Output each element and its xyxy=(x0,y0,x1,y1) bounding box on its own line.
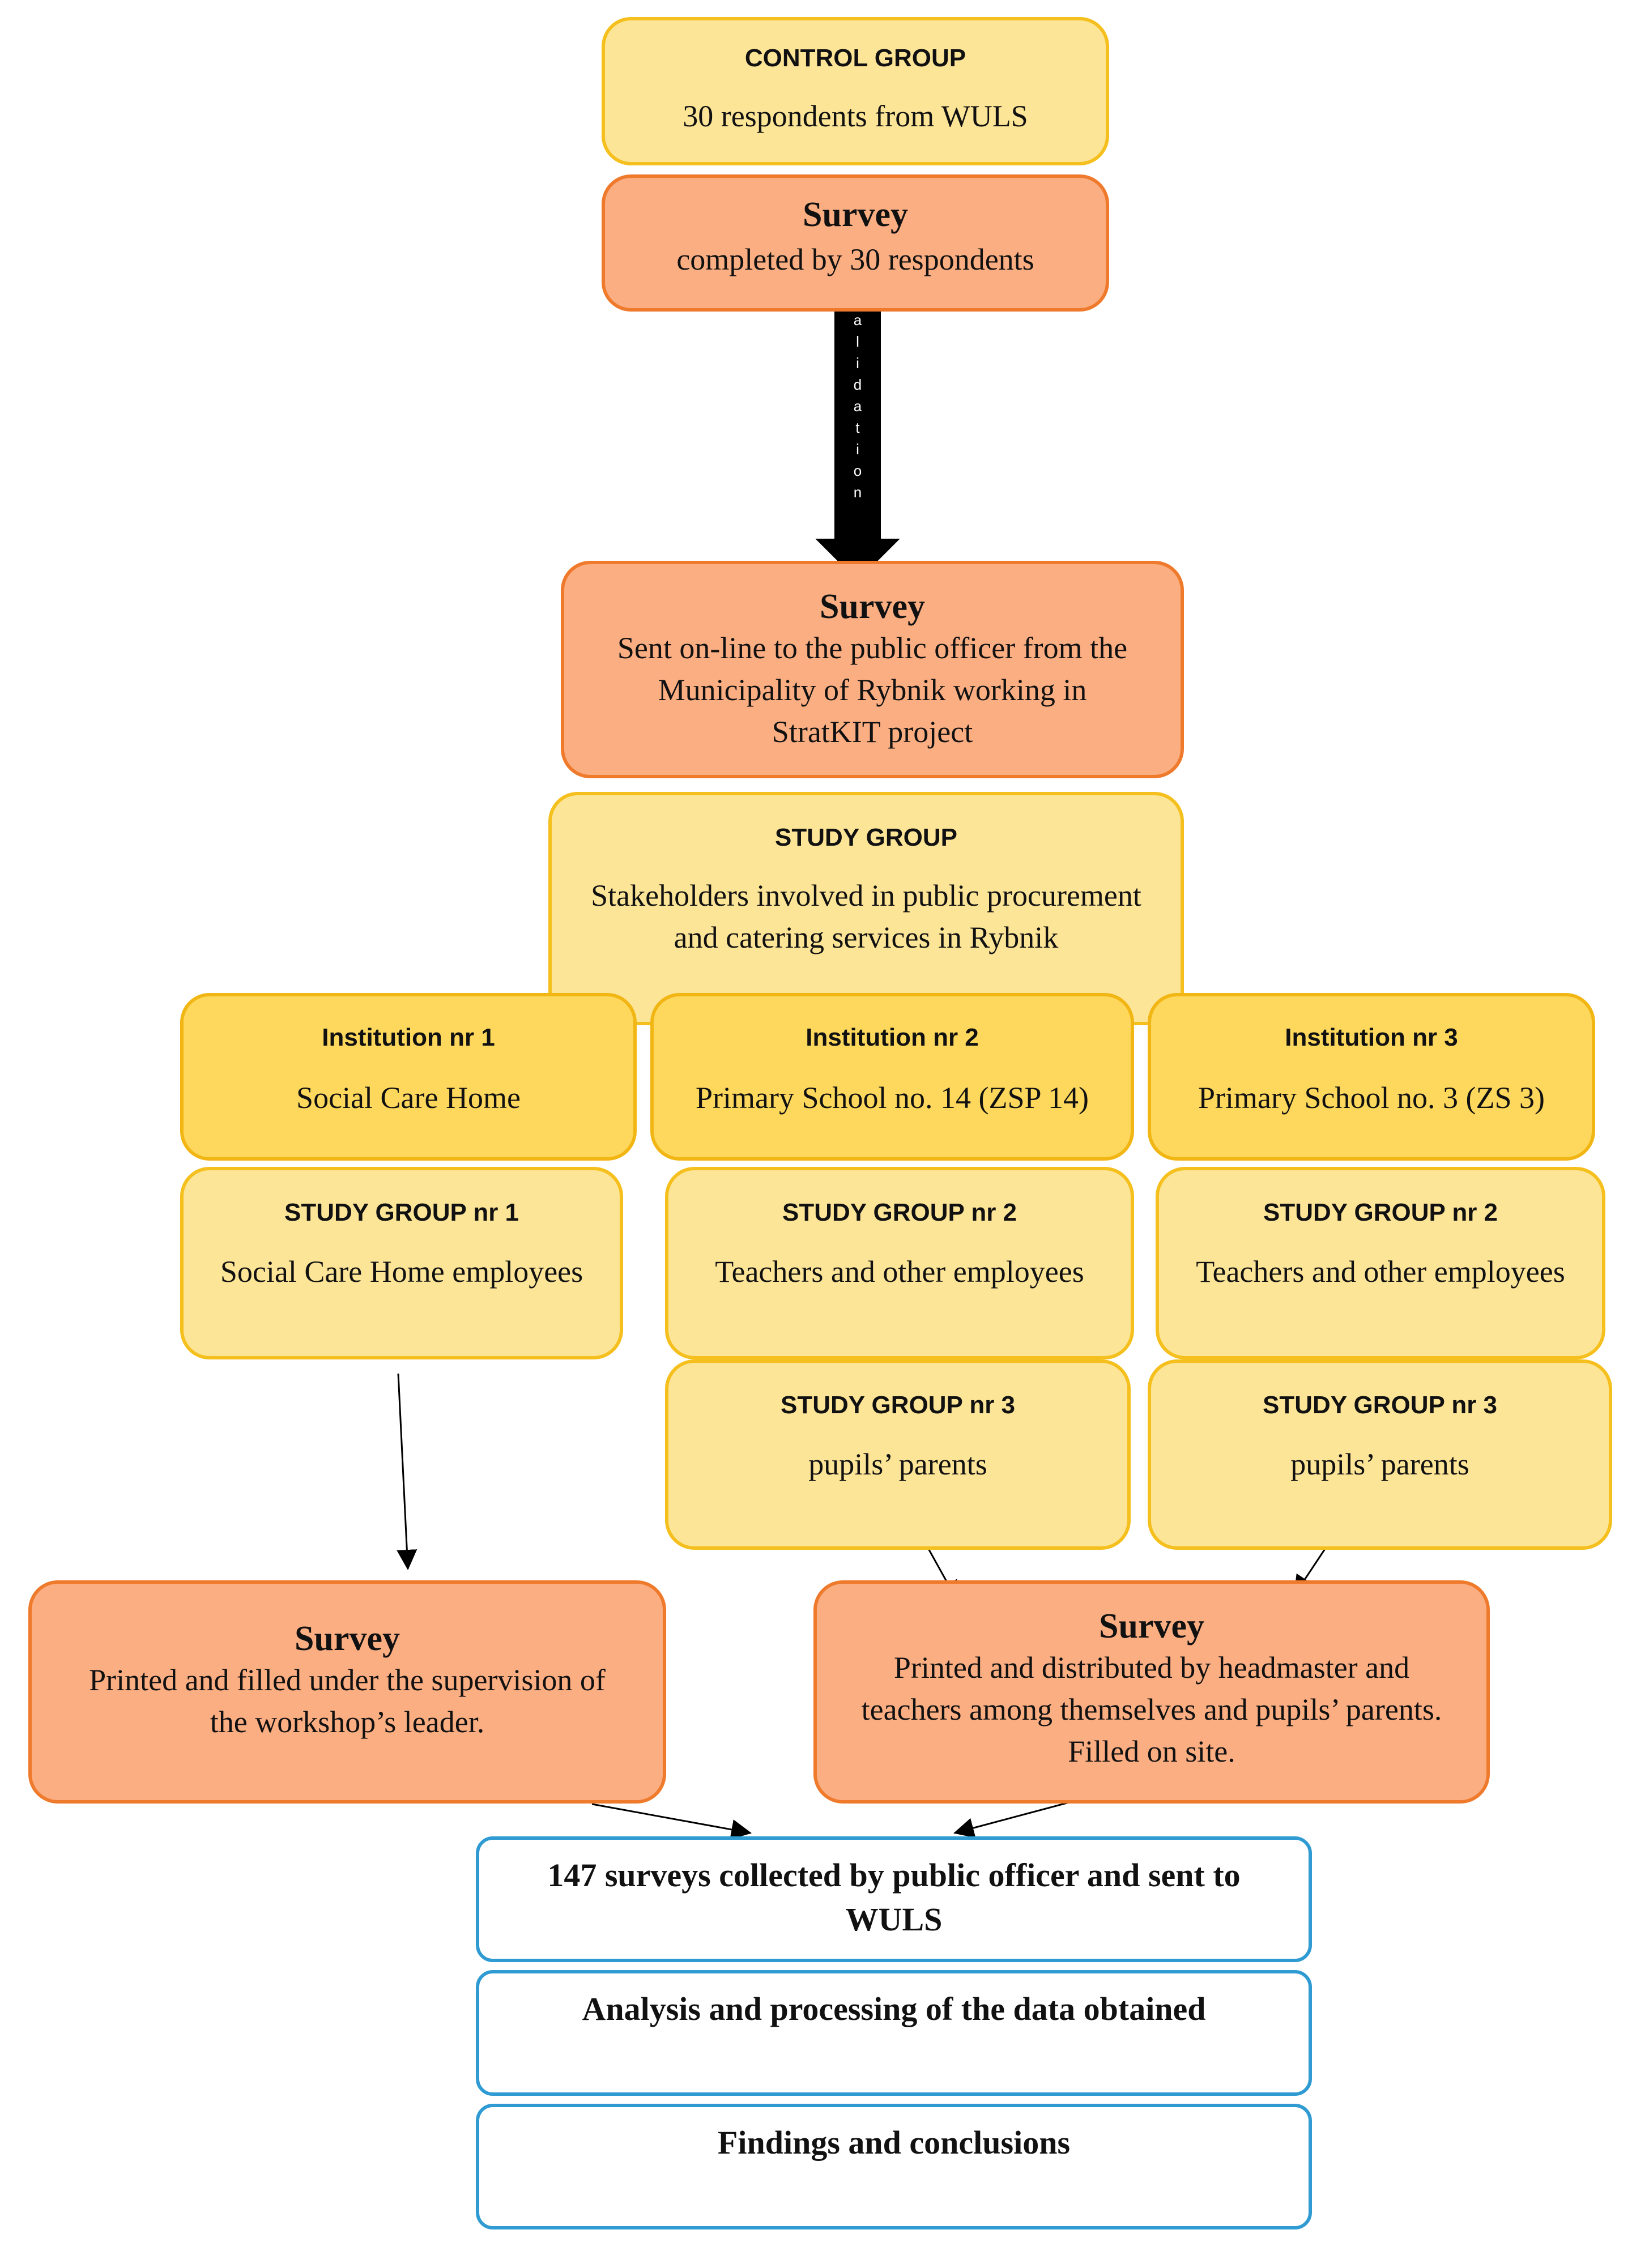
validation-letter: i xyxy=(856,441,859,458)
study-group-3-right-box: STUDY GROUP nr 3 pupils’ parents xyxy=(1148,1359,1612,1550)
study-group-2-center-box: STUDY GROUP nr 2 Teachers and other empl… xyxy=(665,1167,1134,1359)
collected-line-2: WULS xyxy=(845,1901,943,1938)
study-group-1-text: Social Care Home employees xyxy=(220,1255,583,1289)
survey-right-box: Survey Printed and distributed by headma… xyxy=(813,1580,1490,1804)
survey-left-line-1: Printed and filled under the supervision… xyxy=(89,1663,606,1697)
survey-left-heading: Survey xyxy=(295,1619,400,1658)
institution-2-box: Institution nr 2 Primary School no. 14 (… xyxy=(650,993,1134,1161)
control-group-text: 30 respondents from WULS xyxy=(683,99,1028,133)
arrow-sg1-to-survey-left xyxy=(397,1373,417,1570)
study-group-2-center-heading: STUDY GROUP nr 2 xyxy=(782,1199,1017,1226)
validation-letter: i xyxy=(856,355,859,372)
analysis-box: Analysis and processing of the data obta… xyxy=(476,1970,1312,2096)
survey-right-heading: Survey xyxy=(1099,1607,1204,1645)
collected-line-1: 147 surveys collected by public officer … xyxy=(547,1857,1241,1894)
online-survey-line-3: StratKIT project xyxy=(772,715,973,749)
survey-left-line-2: the workshop’s leader. xyxy=(210,1705,485,1739)
validation-letter: a xyxy=(853,312,862,329)
study-group-2-right-box: STUDY GROUP nr 2 Teachers and other empl… xyxy=(1156,1167,1605,1359)
online-survey-heading: Survey xyxy=(820,587,925,626)
study-group-3-right-text: pupils’ parents xyxy=(1290,1447,1469,1481)
institution-3-text: Primary School no. 3 (ZS 3) xyxy=(1198,1081,1545,1115)
validation-letter: o xyxy=(853,462,862,479)
study-group-heading: STUDY GROUP xyxy=(775,824,957,851)
control-survey-box: Survey completed by 30 respondents xyxy=(602,174,1109,312)
control-survey-text: completed by 30 respondents xyxy=(676,242,1034,276)
study-group-1-box: STUDY GROUP nr 1 Social Care Home employ… xyxy=(180,1167,623,1359)
study-group-3-right-heading: STUDY GROUP nr 3 xyxy=(1262,1391,1498,1419)
institution-2-text: Primary School no. 14 (ZSP 14) xyxy=(696,1081,1089,1115)
arrow-survey-left-to-collected xyxy=(591,1803,752,1840)
study-group-2-right-text: Teachers and other employees xyxy=(1196,1255,1565,1289)
study-group-3-center-text: pupils’ parents xyxy=(808,1447,987,1481)
control-group-box: CONTROL GROUP 30 respondents from WULS xyxy=(602,17,1109,165)
online-survey-line-2: Municipality of Rybnik working in xyxy=(658,673,1087,707)
online-survey-line-1: Sent on-line to the public officer from … xyxy=(617,631,1128,665)
analysis-text: Analysis and processing of the data obta… xyxy=(582,1990,1206,2027)
institution-1-text: Social Care Home xyxy=(296,1081,521,1115)
survey-right-line-1: Printed and distributed by headmaster an… xyxy=(893,1651,1410,1685)
findings-box: Findings and conclusions xyxy=(476,2104,1312,2229)
institution-1-heading: Institution nr 1 xyxy=(322,1024,495,1051)
validation-letter: n xyxy=(853,484,862,501)
study-group-line-1: Stakeholders involved in public procurem… xyxy=(591,879,1141,913)
validation-letter: t xyxy=(855,419,860,436)
validation-letter: l xyxy=(856,333,859,350)
collected-box: 147 surveys collected by public officer … xyxy=(476,1836,1312,1962)
survey-right-line-2: teachers among themselves and pupils’ pa… xyxy=(861,1693,1442,1726)
control-survey-heading: Survey xyxy=(803,195,908,234)
online-survey-box: Survey Sent on-line to the public office… xyxy=(561,561,1184,778)
validation-letter: a xyxy=(853,398,862,415)
institution-3-heading: Institution nr 3 xyxy=(1285,1024,1458,1051)
study-group-2-right-heading: STUDY GROUP nr 2 xyxy=(1263,1199,1498,1226)
survey-left-box: Survey Printed and filled under the supe… xyxy=(28,1580,666,1804)
validation-letter: d xyxy=(853,376,862,393)
study-group-line-2: and catering services in Rybnik xyxy=(674,920,1059,954)
control-group-heading: CONTROL GROUP xyxy=(744,44,966,72)
institution-2-heading: Institution nr 2 xyxy=(806,1024,979,1051)
study-group-1-heading: STUDY GROUP nr 1 xyxy=(284,1199,519,1226)
study-group-3-center-heading: STUDY GROUP nr 3 xyxy=(780,1391,1016,1419)
study-group-2-center-text: Teachers and other employees xyxy=(715,1255,1084,1289)
study-group-box: STUDY GROUP Stakeholders involved in pub… xyxy=(548,792,1184,1025)
institution-1-box: Institution nr 1 Social Care Home xyxy=(180,993,637,1161)
findings-text: Findings and conclusions xyxy=(717,2124,1071,2161)
study-group-3-center-box: STUDY GROUP nr 3 pupils’ parents xyxy=(665,1359,1131,1550)
validation-arrow xyxy=(807,277,909,586)
institution-3-box: Institution nr 3 Primary School no. 3 (Z… xyxy=(1148,993,1595,1161)
survey-right-line-3: Filled on site. xyxy=(1068,1734,1235,1768)
